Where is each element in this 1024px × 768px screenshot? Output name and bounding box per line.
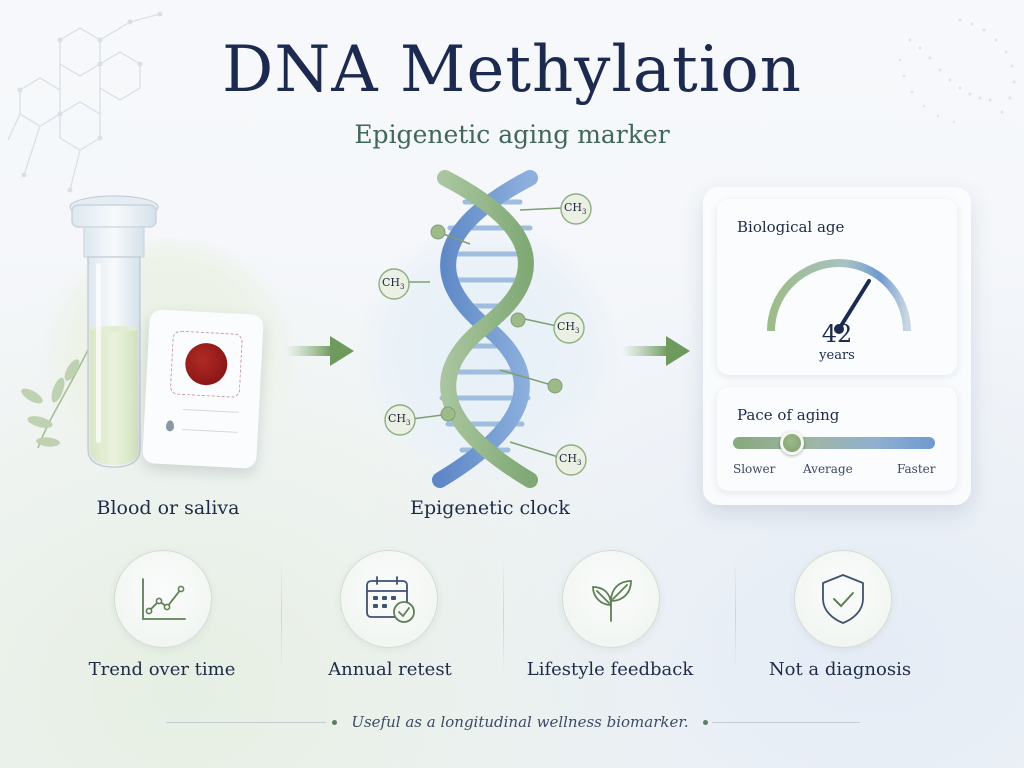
feature-divider bbox=[735, 560, 736, 672]
methyl-label: CH3 bbox=[564, 201, 587, 217]
blood-spot bbox=[184, 342, 229, 387]
footer-rule-right bbox=[712, 722, 860, 723]
methyl-circle bbox=[553, 312, 585, 344]
feature-icon-circle bbox=[562, 550, 660, 648]
biological-age-value: 42 bbox=[821, 320, 853, 348]
footer-rule-left bbox=[166, 722, 326, 723]
calendar-check-icon bbox=[366, 576, 415, 623]
page-title: DNA Methylation bbox=[222, 33, 802, 107]
molecule-pattern-decoration bbox=[7, 11, 163, 193]
sample-label: Blood or saliva bbox=[96, 497, 240, 519]
biological-age-unit: years bbox=[819, 348, 855, 363]
feature-divider bbox=[281, 560, 282, 672]
arrow-right-icon bbox=[622, 336, 690, 366]
methyl-label: CH3 bbox=[388, 412, 411, 428]
page-subtitle: Epigenetic aging marker bbox=[354, 120, 670, 149]
pace-label-faster: Faster bbox=[897, 462, 936, 476]
methyl-circle bbox=[378, 268, 410, 300]
shield-check-icon bbox=[822, 574, 864, 624]
blood-sample-card bbox=[142, 309, 264, 469]
methyl-label: CH3 bbox=[382, 276, 405, 292]
methyl-label: CH3 bbox=[559, 452, 582, 468]
dotted-helix-decoration bbox=[898, 18, 1016, 124]
results-panel: Biological age 42 years Pace of aging Sl… bbox=[703, 187, 971, 505]
drop-icon bbox=[165, 420, 175, 432]
methyl-circle bbox=[560, 193, 592, 225]
methyl-group-badge: CH3 bbox=[384, 404, 416, 440]
biological-age-card: Biological age 42 years bbox=[717, 199, 957, 375]
biological-age-title: Biological age bbox=[737, 218, 845, 236]
clock-label: Epigenetic clock bbox=[410, 497, 570, 519]
trend-chart-icon bbox=[142, 578, 186, 620]
feature-label-retest: Annual retest bbox=[328, 659, 452, 680]
sample-spot-frame bbox=[169, 330, 243, 398]
pace-label-slower: Slower bbox=[733, 462, 776, 476]
pace-of-aging-title: Pace of aging bbox=[737, 406, 840, 424]
pace-label-average: Average bbox=[803, 462, 853, 476]
methyl-circle bbox=[555, 444, 587, 476]
footer-dot bbox=[332, 720, 337, 725]
methyl-label: CH3 bbox=[557, 320, 580, 336]
feature-label-trend: Trend over time bbox=[88, 659, 236, 680]
feature-icon-circle bbox=[794, 550, 892, 648]
feature-label-lifestyle: Lifestyle feedback bbox=[526, 659, 694, 680]
pace-slider-knob bbox=[779, 431, 804, 455]
sprout-icon bbox=[592, 580, 632, 622]
methyl-circle bbox=[384, 404, 416, 436]
feature-icon-circle bbox=[340, 550, 438, 648]
gauge-needle bbox=[837, 279, 871, 331]
card-line bbox=[181, 428, 238, 433]
methyl-group-badge: CH3 bbox=[553, 312, 585, 348]
pace-slider-track bbox=[733, 437, 935, 449]
sample-tube-illustration bbox=[69, 195, 159, 468]
methyl-group-badge: CH3 bbox=[555, 444, 587, 480]
footer-dot bbox=[703, 720, 708, 725]
methyl-group-badge: CH3 bbox=[560, 193, 592, 229]
leaf-branch-decoration bbox=[21, 349, 89, 449]
footer-note: Useful as a longitudinal wellness biomar… bbox=[351, 713, 689, 731]
feature-label-not-diagnosis: Not a diagnosis bbox=[768, 659, 912, 680]
age-gauge bbox=[767, 259, 911, 334]
card-line bbox=[182, 408, 239, 413]
methyl-group-badge: CH3 bbox=[378, 268, 410, 304]
feature-icon-circle bbox=[114, 550, 212, 648]
arrow-right-icon bbox=[286, 336, 354, 366]
pace-of-aging-card: Pace of aging Slower Average Faster bbox=[717, 387, 957, 491]
feature-divider bbox=[503, 560, 504, 672]
